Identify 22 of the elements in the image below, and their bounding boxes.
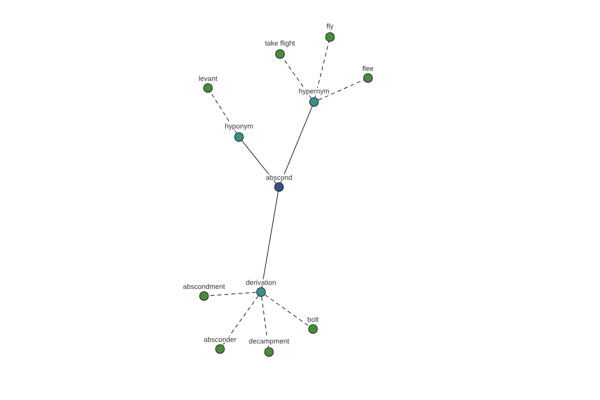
connector-line	[222, 296, 259, 346]
node-circle	[274, 182, 284, 192]
connector-line	[264, 294, 310, 327]
node-circle	[234, 132, 244, 142]
connector-line	[282, 58, 312, 98]
connector-line	[280, 106, 312, 183]
node-circle	[325, 32, 335, 42]
node-circle	[203, 83, 213, 93]
connector-line	[208, 292, 257, 296]
node-circle	[309, 97, 319, 107]
node-circle	[199, 291, 209, 301]
connector-line	[318, 80, 364, 100]
node-circle	[275, 49, 285, 59]
connector-line	[314, 41, 330, 98]
node-circle	[256, 287, 266, 297]
node-circle	[363, 73, 373, 83]
connector-line	[210, 92, 237, 134]
node-circle	[264, 347, 274, 357]
connector-line	[262, 191, 278, 288]
node-circle	[308, 324, 318, 334]
node-circle	[215, 344, 225, 354]
connector-line	[261, 296, 269, 348]
